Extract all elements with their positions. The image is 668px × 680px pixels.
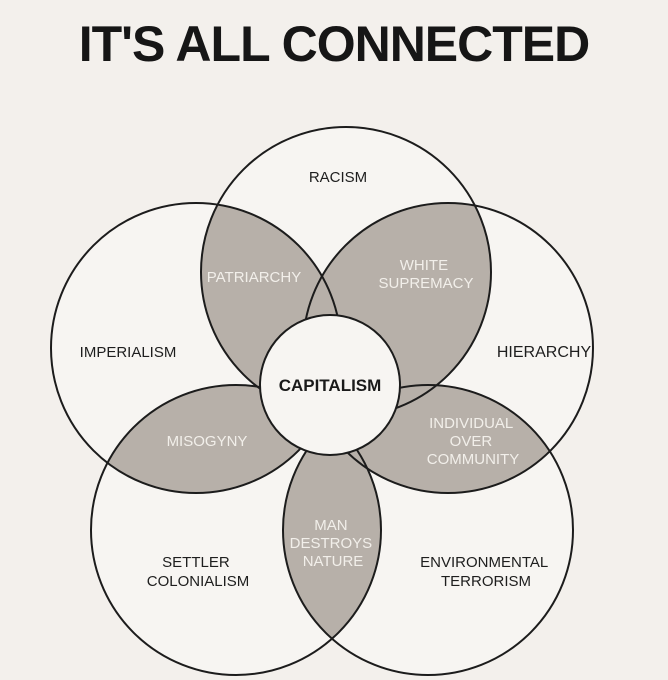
label-patriarchy: PATRIARCHY: [207, 269, 301, 286]
label-racism: RACISM: [309, 169, 367, 186]
label-capitalism: CAPITALISM: [279, 376, 382, 395]
circle-capitalism: [259, 314, 401, 456]
label-white-supremacy: WHITE SUPREMACY: [378, 257, 473, 292]
page-title: IT'S ALL CONNECTED: [78, 16, 591, 72]
label-environmental-terrorism: ENVIRONMENTAL TERRORISM: [420, 554, 552, 590]
label-individual-over-community: INDIVIDUAL OVER COMMUNITY: [427, 415, 520, 468]
label-imperialism: IMPERIALISM: [80, 344, 177, 361]
label-settler-colonialism: SETTLER COLONIALISM: [147, 554, 250, 590]
label-man-destroys-nature: MAN DESTROYS NATURE: [290, 517, 377, 570]
label-hierarchy: HIERARCHY: [497, 344, 592, 361]
label-misogyny: MISOGYNY: [167, 433, 248, 450]
